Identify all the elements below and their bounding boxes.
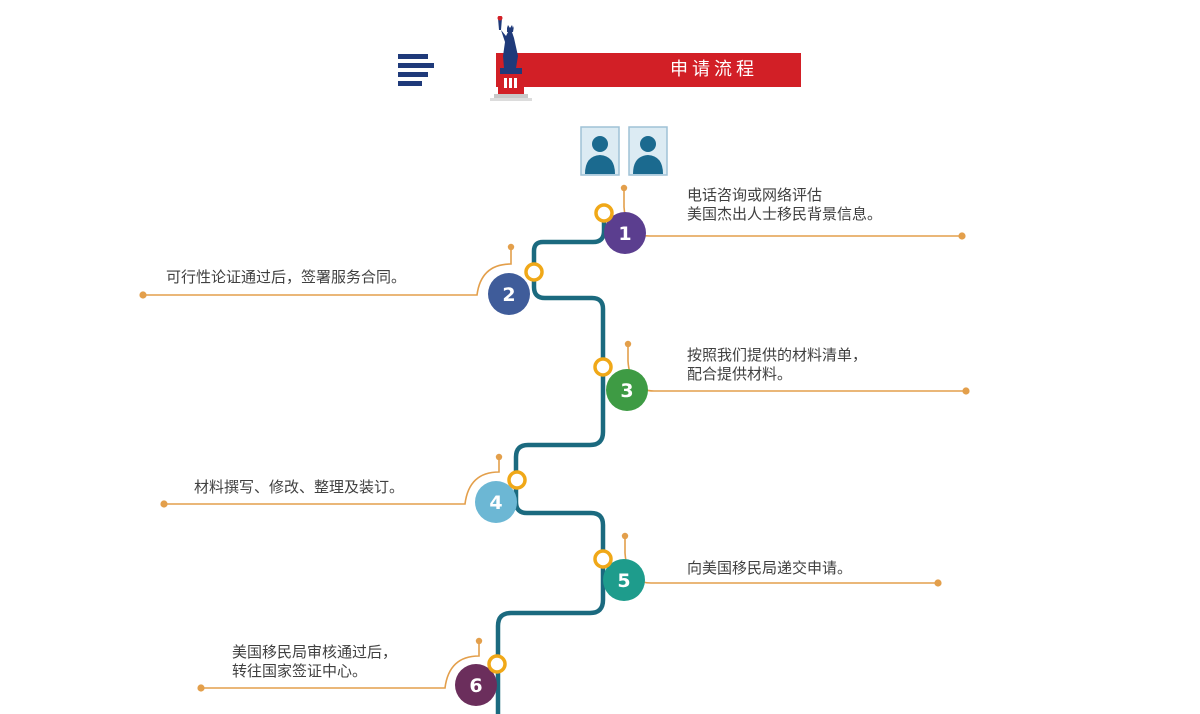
step-2-number: 2 <box>502 284 515 306</box>
statue-of-liberty-icon <box>490 16 532 101</box>
step-1-circle <box>604 212 646 254</box>
step-4-leader-top-dot <box>495 453 503 461</box>
step-5-leader-end-dot <box>934 579 942 587</box>
step-1-ring <box>594 203 614 223</box>
step-2-leader-line <box>143 247 512 296</box>
step-2-leader-top-dot <box>507 243 515 251</box>
step-1-line-1: 电话咨询或网络评估 <box>687 186 823 204</box>
process-path <box>495 213 607 714</box>
step-1-leader-top-dot <box>620 184 628 192</box>
step-6-circle <box>455 664 497 706</box>
step-4-leader-end-dot <box>160 500 168 508</box>
step-3-number: 3 <box>620 380 633 402</box>
step-5-leader-top-dot <box>621 532 629 540</box>
step-4-circle <box>475 481 517 523</box>
step-6-leader-top-dot <box>475 637 483 645</box>
step-3-ring <box>593 357 613 377</box>
step-5-ring <box>593 549 613 569</box>
step-2-line-1: 可行性论证通过后，签署服务合同。 <box>166 268 407 286</box>
step-4-leader-line <box>164 457 500 505</box>
step-2-label: 可行性论证通过后，签署服务合同。 <box>166 268 406 287</box>
step-1-line-2: 美国杰出人士移民背景信息。 <box>687 205 883 223</box>
step-1-leader-end-dot <box>958 232 966 240</box>
header-stripe <box>398 81 422 86</box>
person-icon <box>580 126 620 176</box>
step-6-label: 美国移民局审核通过后， 转往国家签证中心。 <box>232 643 397 681</box>
header-stripe <box>398 54 428 59</box>
step-6-line-1: 美国移民局审核通过后， <box>232 643 398 661</box>
step-5-number: 5 <box>617 570 630 592</box>
step-6-number: 6 <box>469 675 482 697</box>
step-6-line-2: 转往国家签证中心。 <box>232 662 368 680</box>
step-3-line-1: 按照我们提供的材料清单， <box>687 346 868 364</box>
step-5-label: 向美国移民局递交申请。 <box>687 559 852 578</box>
step-nodes: 1 2 3 4 5 6 <box>455 203 648 706</box>
step-1-number: 1 <box>618 223 631 245</box>
step-3-circle <box>606 369 648 411</box>
step-6-leader-end-dot <box>197 684 205 692</box>
person-icon <box>628 126 668 176</box>
step-5-circle <box>603 559 645 601</box>
step-1-label: 电话咨询或网络评估 美国杰出人士移民背景信息。 <box>687 186 882 224</box>
page-title: 申请流程 <box>670 59 758 80</box>
step-4-number: 4 <box>489 492 502 514</box>
step-2-leader-end-dot <box>139 291 147 299</box>
step-6-leader-line <box>201 641 480 689</box>
step-2-ring <box>524 262 544 282</box>
step-5-line-1: 向美国移民局递交申请。 <box>687 559 853 577</box>
leader-lines <box>139 184 970 692</box>
step-4-line-1: 材料撰写、修改、整理及装订。 <box>194 478 405 496</box>
step-3-line-2: 配合提供材料。 <box>687 365 793 383</box>
header-stripe <box>398 63 434 68</box>
header-bar: 申请流程 <box>496 53 801 87</box>
step-4-label: 材料撰写、修改、整理及装订。 <box>194 478 404 497</box>
header-banner: 申请流程 <box>396 16 806 102</box>
header-stripe <box>398 72 428 77</box>
step-3-label: 按照我们提供的材料清单， 配合提供材料。 <box>687 346 867 384</box>
step-2-circle <box>488 273 530 315</box>
step-3-leader-top-dot <box>624 340 632 348</box>
step-4-ring <box>507 470 527 490</box>
step-3-leader-end-dot <box>962 387 970 395</box>
step-6-ring <box>487 654 507 674</box>
